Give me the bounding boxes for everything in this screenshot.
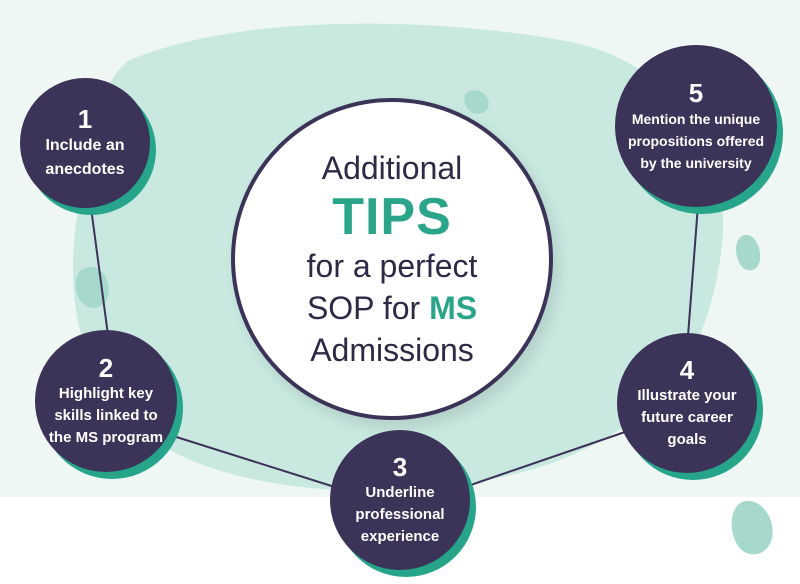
mint-blob-bottom-right xyxy=(731,500,773,555)
connector-4-5 xyxy=(687,204,699,337)
center-line-4-accent: MS xyxy=(429,290,478,326)
tip-circle-5: 5 Mention the unique propositions offere… xyxy=(615,45,777,207)
tip-text: Underline professional experience xyxy=(355,484,445,545)
tip-circle-4: 4 Illustrate your future career goals xyxy=(617,333,757,473)
tip-circle-1: 1 Include an anecdotes xyxy=(20,78,150,208)
tip-text: Highlight key skills linked to the MS pr… xyxy=(48,385,164,446)
connector-1-2 xyxy=(89,199,109,336)
center-line-3: for a perfect xyxy=(306,248,478,284)
center-highlight: TIPS xyxy=(332,188,452,246)
tip-number: 1 xyxy=(77,104,93,134)
tip-text: Illustrate your future career goals xyxy=(637,387,737,448)
tip-circle-2: 2 Highlight key skills linked to the MS … xyxy=(35,330,177,472)
connector-3-4 xyxy=(461,431,626,489)
tip-number: 2 xyxy=(98,353,114,383)
center-line-4-prefix: SOP for xyxy=(306,290,430,326)
connector-2-3 xyxy=(169,434,339,489)
center-line-1: Additional xyxy=(321,150,463,186)
center-title-circle: Additional TIPS for a perfect SOP for MS… xyxy=(231,98,553,420)
tip-text: Mention the unique propositions offered … xyxy=(627,111,765,171)
tip-circle-3: 3 Underline professional experience xyxy=(330,430,470,570)
mint-blob-small-right xyxy=(736,234,761,271)
mint-blob-small-top xyxy=(464,90,489,114)
center-line-5: Admissions xyxy=(310,332,474,368)
tip-number: 4 xyxy=(679,355,695,385)
tip-number: 3 xyxy=(392,452,408,482)
center-line-4: SOP for MS xyxy=(307,287,477,329)
tip-number: 5 xyxy=(688,78,704,108)
tip-text: Include an anecdotes xyxy=(45,137,125,178)
